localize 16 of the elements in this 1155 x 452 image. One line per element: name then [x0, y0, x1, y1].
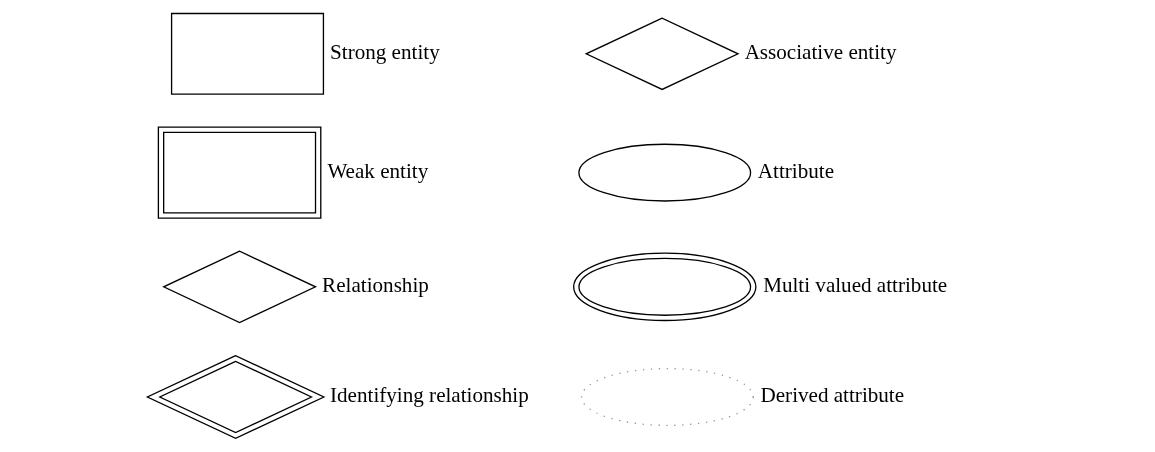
- node-label: Identifying relationship: [329, 383, 529, 408]
- node-ellipse: [577, 143, 751, 202]
- node-diamond: [584, 17, 740, 91]
- node-box: [157, 126, 321, 219]
- node-diamond: [145, 354, 325, 440]
- node-label: Derived attribute: [759, 383, 904, 408]
- node-ellipse: [580, 367, 754, 427]
- node-label: Strong entity: [329, 39, 440, 64]
- node-label: Associative entity: [744, 39, 896, 64]
- node-ellipse: [572, 252, 756, 322]
- node-label: Relationship: [321, 272, 429, 297]
- node-box: [170, 12, 324, 95]
- node-label: Multi valued attribute: [762, 272, 947, 297]
- node-diamond: [161, 250, 317, 324]
- node-label: Attribute: [757, 158, 834, 183]
- node-label: Weak entity: [326, 158, 428, 183]
